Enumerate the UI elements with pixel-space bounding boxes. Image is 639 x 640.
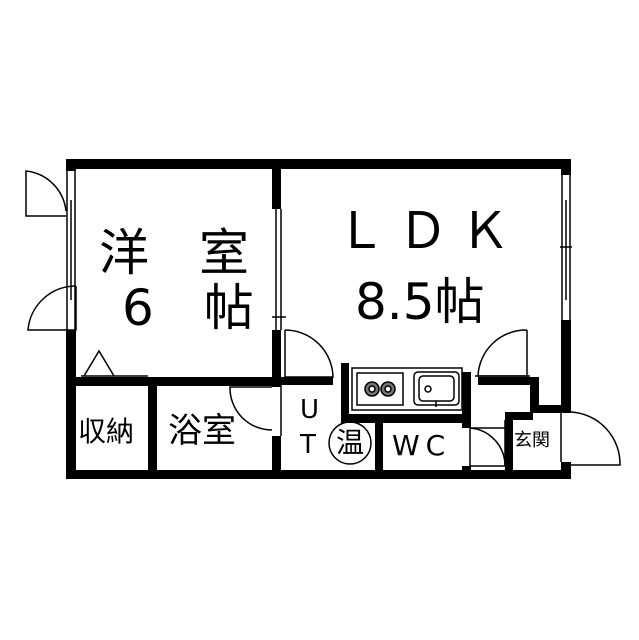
wall-left-lower [66,330,76,479]
utility-label-t: T [300,430,316,460]
door-left-upper [25,170,67,217]
wall-bath-ut-lower [272,436,281,479]
wall-left-upper [66,159,76,171]
wall-bottom [66,470,571,479]
door-bath [229,386,273,431]
wall-entry-divider-upper [530,377,539,412]
door-ut [284,329,334,378]
water-heater-label: 温 [336,426,365,459]
window-ldk [560,175,572,320]
wall-kitchen-right [462,372,471,423]
interior-walls [66,159,571,479]
storage-label: 収納 [78,415,135,448]
ldk-size: 8.5帖 [355,273,485,331]
wall-bath-ut-upper [272,377,281,387]
door-entrance [570,411,621,466]
wall-entry-box-top [530,405,571,413]
stove-icon [356,372,404,406]
wall-right-upper [561,159,571,175]
door-left-lower [27,285,77,331]
door-wc [469,427,506,467]
western-room-name: 洋 室 [99,224,249,282]
closet-marker-icon [83,349,115,377]
western-room-size: 6 帖 [122,279,254,337]
door-hall [477,329,528,377]
utility-label-u: U [300,395,320,425]
wall-bath-top [148,377,281,386]
doors [25,170,621,467]
exterior-walls [66,159,571,479]
wall-entry-top [478,377,530,385]
entrance-label: 玄関 [514,430,550,451]
wall-kitchen-bottom [341,414,471,423]
wall-right-lower [561,462,571,479]
bathroom-label: 浴室 [168,411,236,451]
wall-partition-upper [272,159,281,209]
wall-kitchen-left [341,363,349,423]
wall-top [66,159,571,169]
wall-right-mid [561,320,571,412]
wall-storage-top [66,377,150,386]
wall-storage-bath [148,377,157,479]
wall-partition-lower [272,330,281,385]
wall-ut-wc [375,414,383,479]
wall-wc-right [462,414,471,428]
window-left [66,171,76,330]
water-heater-icon [328,421,372,465]
wall-entry-box-diag-top [505,412,533,420]
wall-ut-top [281,377,333,385]
wall-entry-box-left [505,412,513,479]
kitchen-counter [351,367,463,411]
wall-wc-right-lower [462,466,471,479]
ldk-name: ＬＤＫ [336,202,522,260]
toilet-label: WC [392,429,452,462]
